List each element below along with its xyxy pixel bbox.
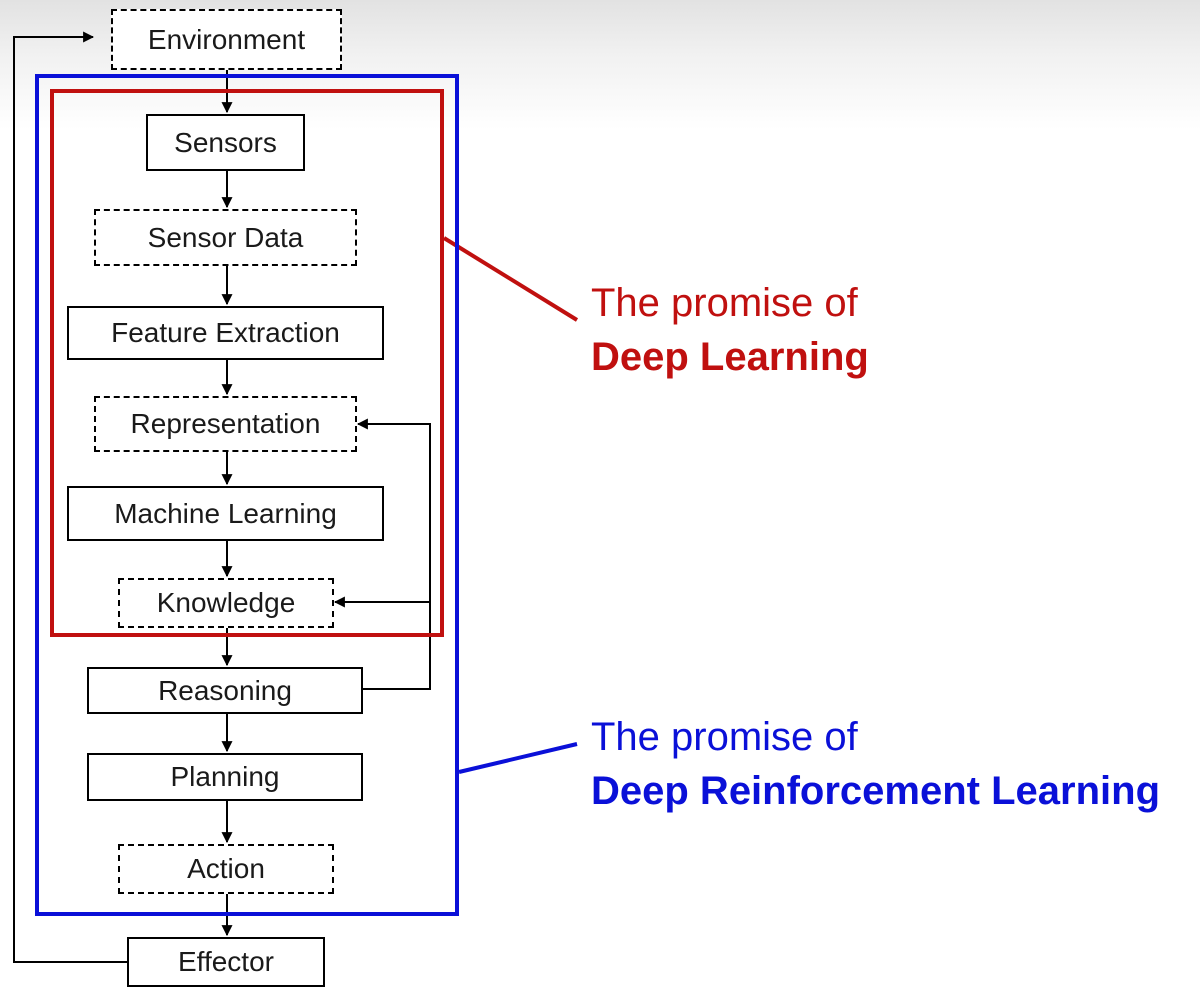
deep-learning-callout: The promise of Deep Learning (591, 276, 869, 384)
planning-node: Planning (87, 753, 363, 801)
deep-reinforcement-learning-callout-line2: Deep Reinforcement Learning (591, 769, 1161, 813)
deep-learning-callout-line2: Deep Learning (591, 335, 869, 379)
deep-learning-frame (50, 89, 444, 637)
feature-extraction-node: Feature Extraction (67, 306, 384, 360)
machine-learning-node: Machine Learning (67, 486, 384, 541)
deep-reinforcement-learning-frame (35, 74, 459, 916)
deep-reinforcement-learning-callout-line1: The promise of (591, 715, 858, 759)
deep-learning-callout-line1: The promise of (591, 281, 858, 325)
edge-reasoning-to-representation (356, 418, 431, 690)
edge-effector-to-environment (13, 31, 127, 963)
sensors-node: Sensors (146, 114, 305, 171)
deep-reinforcement-learning-callout: The promise of Deep Reinforcement Learni… (591, 710, 1160, 818)
environment-node: Environment (111, 9, 342, 70)
representation-node: Representation (94, 396, 357, 452)
action-node: Action (118, 844, 334, 894)
reasoning-node: Reasoning (87, 667, 363, 714)
knowledge-node: Knowledge (118, 578, 334, 628)
deep-learning-leader-line (442, 236, 579, 322)
deep-reinforcement-learning-leader-line (458, 742, 578, 774)
sensor-data-node: Sensor Data (94, 209, 357, 266)
effector-node: Effector (127, 937, 325, 987)
